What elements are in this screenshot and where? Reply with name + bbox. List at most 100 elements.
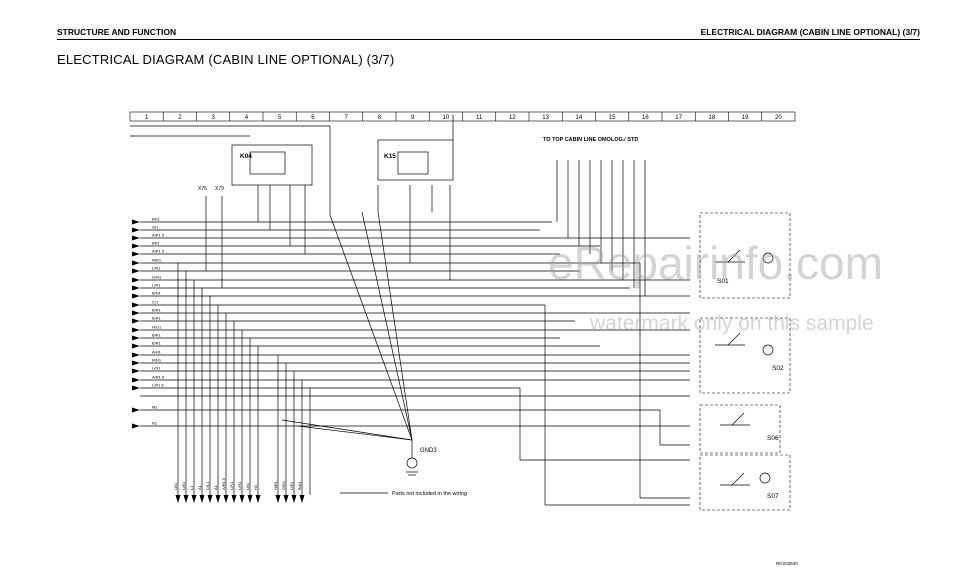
- terminal-arrow: [207, 495, 213, 503]
- wire-label: N1: [152, 421, 158, 426]
- wire-label: C/1: [152, 300, 159, 305]
- wire-label: L/R1: [152, 283, 161, 288]
- wire-label: H1: [253, 484, 258, 490]
- signal-arrow: [132, 219, 140, 225]
- wire-label: H/B1: [273, 480, 278, 490]
- switch-symbols: [340, 249, 774, 494]
- relay-k15-label: K15: [384, 153, 396, 160]
- wire-label: A/H1: [152, 350, 162, 355]
- wire-label: A1: [197, 484, 202, 490]
- signal-arrow: [132, 318, 140, 324]
- wire-label: L/B1: [181, 481, 186, 490]
- wire-label: LB1: [173, 482, 178, 490]
- grid-column-number: 1: [145, 115, 149, 121]
- terminal-arrow: [247, 495, 253, 503]
- wire-label: A/R1.5: [152, 233, 165, 238]
- signal-arrow: [132, 377, 140, 383]
- terminal-arrow: [291, 495, 297, 503]
- wire-label: L/R1: [237, 481, 242, 490]
- wire-label: GH: [152, 225, 158, 230]
- grid-column-number: 2: [178, 115, 182, 121]
- wire-label: B/R1: [152, 341, 162, 346]
- signal-arrow: [132, 251, 140, 257]
- terminal-arrow: [283, 495, 289, 503]
- terminal-arrow: [215, 495, 221, 503]
- grid-column-number: 6: [311, 115, 315, 121]
- grid-column-number: 20: [775, 115, 782, 121]
- wire-label: N/R1: [152, 258, 162, 263]
- wire-label: H/G1: [152, 325, 162, 330]
- grid-column-number: 16: [642, 115, 649, 121]
- grid-column-number: 11: [476, 115, 483, 121]
- wire-label: L/B1: [289, 481, 294, 490]
- wire-label: B/A1: [152, 316, 161, 321]
- signal-arrow: [132, 335, 140, 341]
- grid-column-number: 18: [709, 115, 716, 121]
- grid-column-number: 5: [278, 115, 282, 121]
- page-title: ELECTRICAL DIAGRAM (CABIN LINE OPTIONAL)…: [57, 52, 395, 67]
- wire-label: L/N1: [229, 481, 234, 490]
- signal-arrow: [132, 227, 140, 233]
- signal-arrow: [132, 235, 140, 241]
- wire-label: L/R1.5: [152, 383, 165, 388]
- grid-column-number: 15: [609, 115, 616, 121]
- terminal-arrow: [275, 495, 281, 503]
- wire-label: R/H1: [152, 358, 162, 363]
- switch-s07-label: S07: [767, 493, 779, 500]
- wire-label: L/N1: [152, 366, 161, 371]
- wire-label: A/R1.5: [221, 477, 226, 490]
- signal-arrow: [132, 368, 140, 374]
- header-page-label: ELECTRICAL DIAGRAM (CABIN LINE OPTIONAL)…: [700, 27, 920, 37]
- connector-x79-label: X79: [215, 186, 224, 192]
- wire-label: G/N1: [152, 275, 162, 280]
- signal-arrow: [132, 385, 140, 391]
- wire-label: M1: [152, 405, 158, 410]
- signal-arrow: [132, 343, 140, 349]
- wire-label: A/R1.5: [152, 249, 165, 254]
- grid-column-number: 8: [378, 115, 382, 121]
- terminal-arrow: [199, 495, 205, 503]
- left-wire-labels: BH1GHA/R1.5BR1A/R1.5N/R1L/N1G/N1L/R1B/N1…: [152, 217, 165, 426]
- switch-enclosures: [699, 212, 791, 511]
- terminal-arrow: [239, 495, 245, 503]
- grid-column-number: 7: [344, 115, 348, 121]
- switch-s02-label: S02: [772, 365, 784, 372]
- header-divider: [57, 39, 920, 40]
- grid-column-number: 13: [542, 115, 549, 121]
- terminal-arrow: [299, 495, 305, 503]
- wire-label: G/B1: [281, 480, 286, 490]
- wire-label: BR1: [152, 241, 161, 246]
- grid-column-number: 4: [245, 115, 249, 121]
- top-cabin-note: TO TOP CABIN LINE OMOLOG./ STD: [543, 137, 638, 143]
- drawing-code: RKS02630: [776, 561, 798, 566]
- wire-label: A1: [213, 484, 218, 490]
- terminal-arrow: [223, 495, 229, 503]
- wire-label: B/N1: [152, 291, 162, 296]
- grid-column-number: 10: [443, 115, 450, 121]
- grid-column-number: 9: [411, 115, 415, 121]
- grid-column-number: 12: [509, 115, 516, 121]
- signal-arrow: [132, 285, 140, 291]
- wire-label: L/N1: [152, 266, 161, 271]
- grid-column-number: 19: [742, 115, 749, 121]
- terminal-arrow: [255, 495, 261, 503]
- left-signal-arrows: [132, 219, 140, 429]
- signal-arrow: [132, 243, 140, 249]
- wire-label: LB1: [245, 482, 250, 490]
- connector-x76-label: X76: [198, 186, 207, 192]
- watermark-subtitle: watermark only on this sample: [590, 312, 874, 335]
- signal-arrow: [132, 268, 140, 274]
- terminal-arrow: [175, 495, 181, 503]
- switch-s01-label: S01: [717, 278, 729, 285]
- grid-column-number: 3: [211, 115, 215, 121]
- wire-label: B/R1: [152, 333, 162, 338]
- wire-label: C/L1: [205, 481, 210, 490]
- signal-arrow: [132, 302, 140, 308]
- wire-label: A/R1.5: [152, 375, 165, 380]
- wire-label: L1: [189, 485, 194, 490]
- signal-arrow: [132, 277, 140, 283]
- wire-label: BH1: [152, 217, 161, 222]
